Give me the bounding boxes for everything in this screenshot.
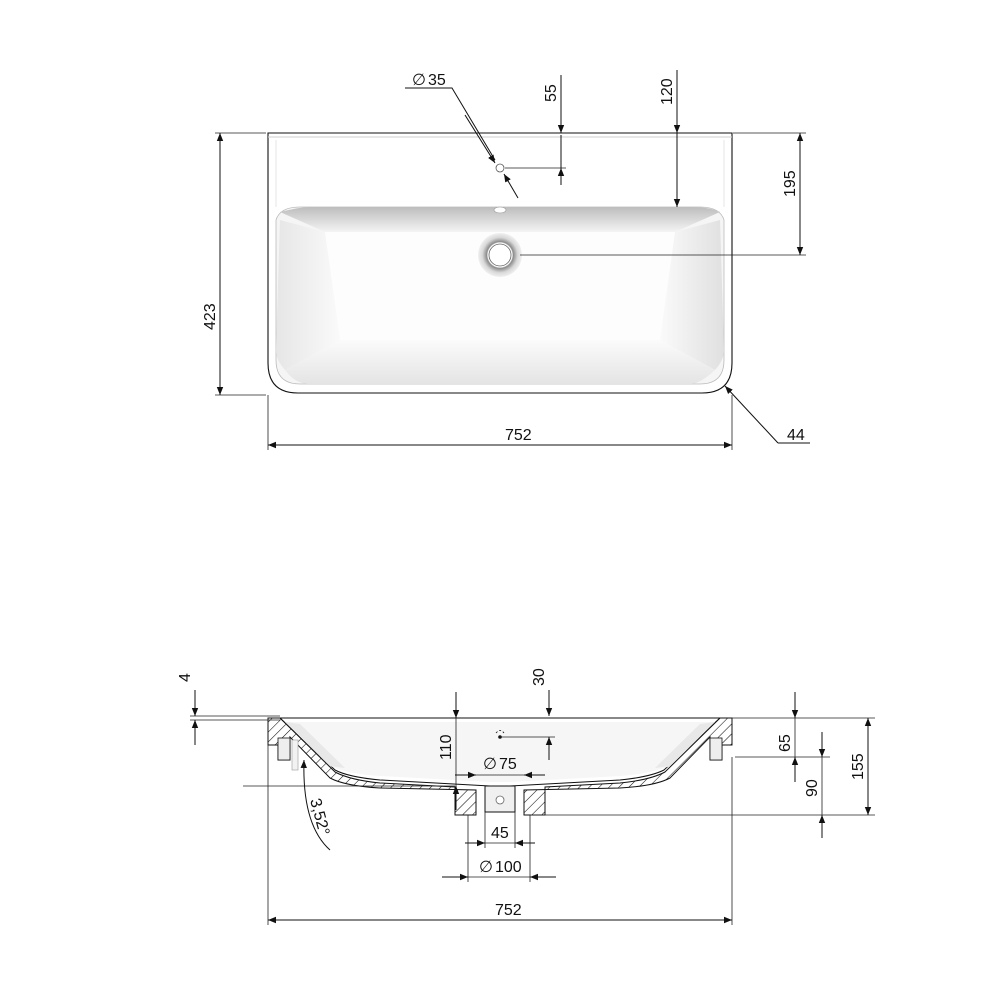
section-lower-height-label: 90 <box>804 779 821 797</box>
top-tap-diameter-symbol: ∅ <box>412 72 426 89</box>
overflow-hole-icon <box>493 206 507 214</box>
section-width-label: 752 <box>495 902 522 919</box>
section-spigot-label: 45 <box>491 825 509 842</box>
section-view: 4 30 110 ∅ 75 45 ∅ 100 3,52 <box>177 668 875 925</box>
section-drain-outer-diameter-symbol: ∅ <box>479 859 493 876</box>
section-hatch-left <box>267 717 477 816</box>
top-width-label: 752 <box>505 427 532 444</box>
section-drain-diameter-label: 75 <box>499 756 517 773</box>
top-deck-depth-label: 120 <box>659 78 676 105</box>
top-view: 752 423 195 120 55 ∅ 35 44 <box>202 70 810 450</box>
top-corner-radius-label: 44 <box>787 427 805 444</box>
section-hatch-right <box>523 717 733 816</box>
tap-hole-icon <box>495 163 505 173</box>
section-drain-outer-diameter-label: 100 <box>495 859 522 876</box>
section-bowl-depth-label: 110 <box>438 734 455 760</box>
section-side-height-label: 65 <box>777 734 794 752</box>
top-drain-offset-label: 195 <box>782 170 799 197</box>
section-total-height-label: 155 <box>850 753 867 780</box>
section-rim-thickness-label: 4 <box>177 673 194 682</box>
top-tap-offset-label: 55 <box>543 84 560 102</box>
top-depth-label: 423 <box>202 303 219 330</box>
top-tap-diameter-label: 35 <box>428 72 446 89</box>
section-drain-diameter-symbol: ∅ <box>483 756 497 773</box>
section-overflow-offset-label: 30 <box>531 668 548 686</box>
